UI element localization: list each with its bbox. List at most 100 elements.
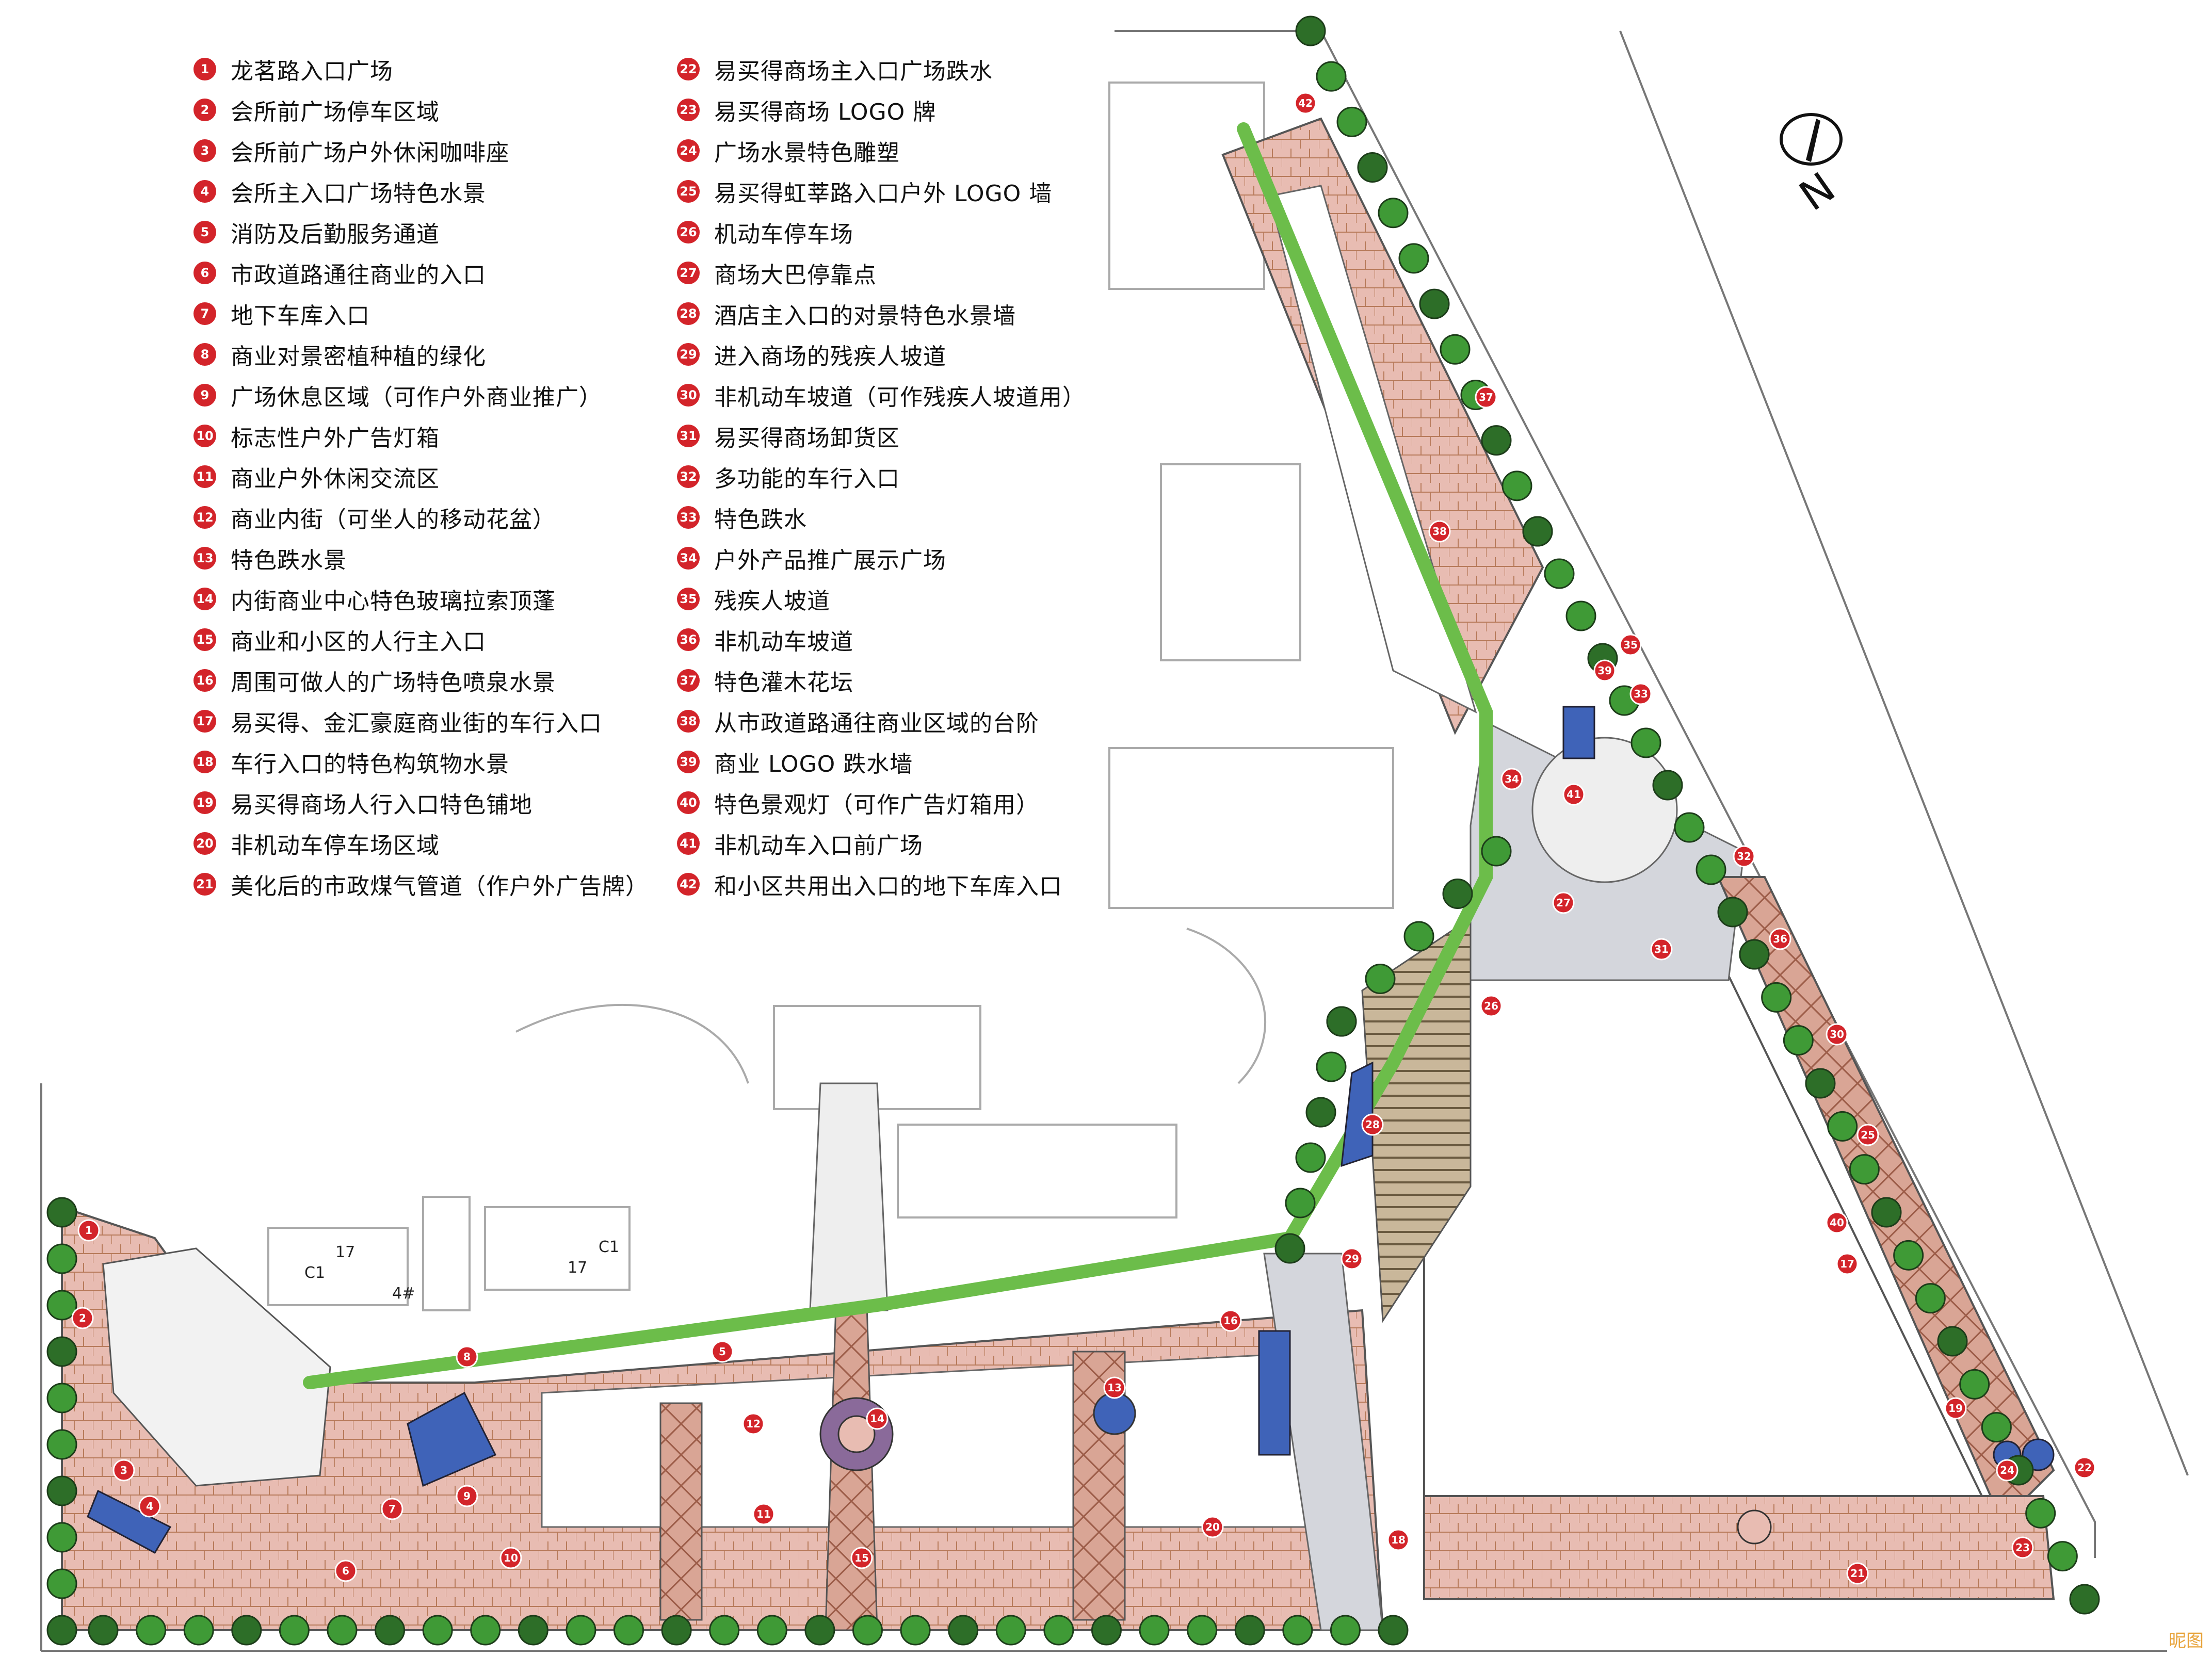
tree-symbol	[1234, 1615, 1265, 1646]
legend-label: 商场大巴停靠点	[714, 262, 877, 288]
tree-symbol	[1915, 1283, 1946, 1314]
tree-symbol	[1295, 15, 1326, 46]
svg-text:20: 20	[1205, 1521, 1220, 1533]
legend-label: 非机动车坡道（可作残疾人坡道用）	[714, 384, 1086, 411]
map-marker: 20	[1201, 1516, 1224, 1538]
tree-symbol	[1365, 964, 1396, 994]
legend-number-badge: 8	[193, 343, 216, 366]
legend-number-badge: 9	[193, 384, 216, 407]
tree-symbol	[1761, 982, 1792, 1013]
svg-text:18: 18	[1391, 1534, 1406, 1546]
legend-label: 会所主入口广场特色水景	[231, 181, 486, 207]
tree-symbol	[1522, 516, 1553, 547]
tree-symbol	[2069, 1584, 2100, 1615]
tree-symbol	[1398, 243, 1429, 274]
map-marker: 24	[1996, 1459, 2019, 1482]
tree-symbol	[2025, 1498, 2056, 1529]
legend-number-badge: 36	[677, 628, 700, 651]
svg-text:29: 29	[1345, 1253, 1359, 1265]
legend-label: 商业 LOGO 跌水墙	[714, 751, 913, 777]
map-marker: 14	[866, 1407, 889, 1430]
tree-symbol	[1091, 1615, 1122, 1646]
tree-symbol	[613, 1615, 644, 1646]
legend-number-badge: 19	[193, 791, 216, 814]
legend-number-badge: 21	[193, 873, 216, 896]
tree-symbol	[1378, 198, 1409, 229]
svg-text:22: 22	[2077, 1461, 2092, 1474]
map-marker: 2	[71, 1307, 94, 1329]
tree-symbol	[46, 1429, 77, 1460]
tree-symbol	[231, 1615, 262, 1646]
legend-number-badge: 6	[193, 262, 216, 284]
map-marker: 3	[112, 1459, 135, 1482]
legend-label: 非机动车入口前广场	[714, 833, 923, 859]
legend-number-badge: 30	[677, 384, 700, 407]
tree-symbol	[1139, 1615, 1170, 1646]
map-marker: 36	[1769, 928, 1791, 950]
map-marker: 26	[1480, 995, 1503, 1017]
legend-label: 多功能的车行入口	[714, 466, 900, 492]
tree-symbol	[470, 1615, 501, 1646]
tree-symbol	[1305, 1097, 1336, 1128]
tree-symbol	[1419, 288, 1450, 319]
map-marker: 38	[1428, 520, 1451, 543]
legend-number-badge: 26	[677, 221, 700, 243]
svg-text:37: 37	[1479, 391, 1493, 403]
legend-label: 特色景观灯（可作广告灯箱用）	[714, 792, 1039, 818]
location-markers: 1234567891011121314151617181920212223242…	[71, 92, 2096, 1585]
svg-text:10: 10	[504, 1552, 518, 1564]
legend-label: 非机动车停车场区域	[231, 833, 440, 859]
svg-text:28: 28	[1365, 1118, 1380, 1131]
legend-label: 龙茗路入口广场	[231, 58, 393, 85]
map-marker: 30	[1826, 1023, 1848, 1046]
road-outlines	[40, 30, 2189, 1652]
legend-number-badge: 31	[677, 425, 700, 447]
tree-symbol	[46, 1197, 77, 1228]
legend-number-badge: 18	[193, 751, 216, 773]
tree-symbol	[1959, 1369, 1990, 1400]
tree-symbol	[900, 1615, 931, 1646]
legend-number-badge: 16	[193, 669, 216, 692]
legend-label: 内街商业中心特色玻璃拉索顶蓬	[231, 588, 556, 614]
svg-text:11: 11	[756, 1508, 771, 1520]
tree-symbol	[709, 1615, 740, 1646]
map-marker: 27	[1552, 891, 1575, 914]
legend-label: 地下车库入口	[231, 303, 370, 329]
svg-text:42: 42	[1298, 97, 1313, 109]
svg-text:2: 2	[79, 1312, 86, 1324]
legend-number-badge: 10	[193, 425, 216, 447]
tree-symbol	[1827, 1111, 1858, 1142]
tree-symbol	[46, 1475, 77, 1506]
map-marker: 18	[1387, 1529, 1410, 1551]
legend-label: 车行入口的特色构筑物水景	[231, 751, 509, 777]
tree-symbol	[46, 1615, 77, 1646]
legend-label: 易买得商场主入口广场跌水	[714, 58, 993, 85]
tree-symbols	[46, 15, 2100, 1646]
tree-symbol	[1981, 1412, 2012, 1443]
legend-label: 非机动车坡道	[714, 629, 853, 655]
tree-symbol	[375, 1615, 406, 1646]
map-marker: 23	[2011, 1536, 2034, 1559]
legend-label: 特色跌水	[714, 507, 807, 533]
legend-number-badge: 42	[677, 873, 700, 896]
tree-symbol	[1274, 1233, 1305, 1264]
legend-label: 商业和小区的人行主入口	[231, 629, 486, 655]
tree-symbol	[1696, 854, 1726, 885]
svg-text:25: 25	[1861, 1129, 1875, 1141]
map-marker: 16	[1219, 1309, 1242, 1332]
svg-text:24: 24	[2000, 1464, 2014, 1476]
legend-label: 进入商场的残疾人坡道	[714, 344, 946, 370]
legend-number-badge: 1	[193, 58, 216, 80]
legend-label: 残疾人坡道	[714, 588, 830, 614]
tree-symbol	[1481, 425, 1512, 456]
legend-label: 和小区共用出入口的地下车库入口	[714, 873, 1062, 900]
